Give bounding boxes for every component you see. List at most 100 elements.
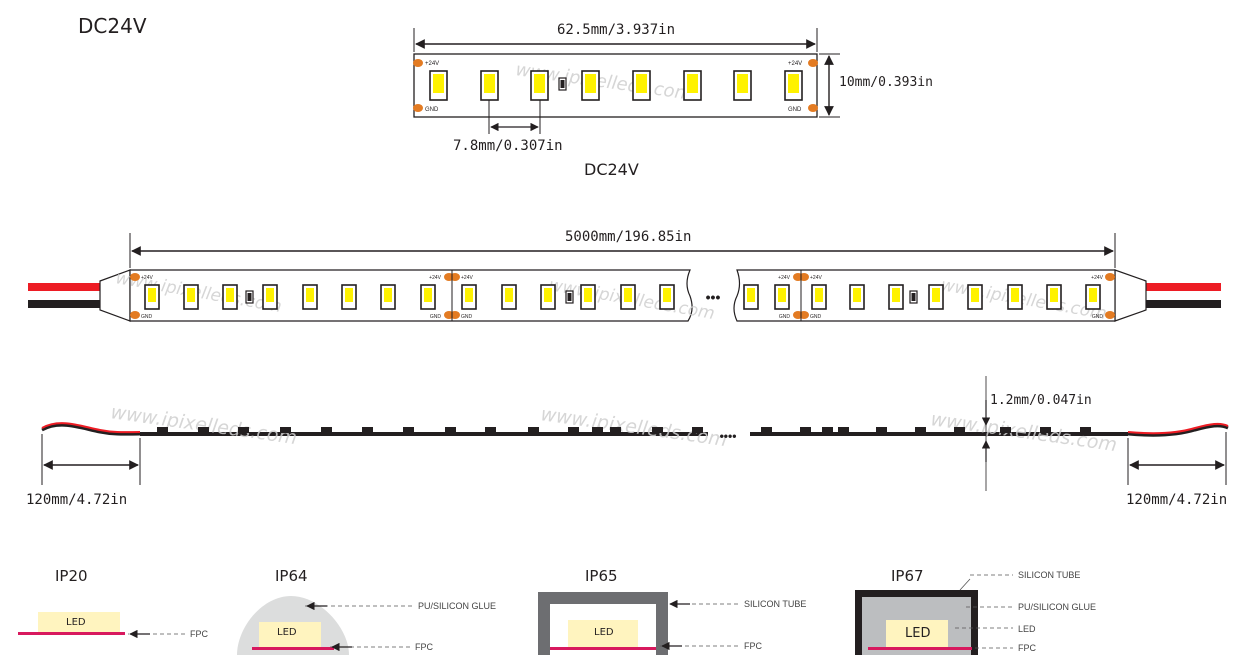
page-title: DC24V [78, 14, 147, 38]
side-chip [485, 427, 496, 433]
ip67-callout-glue: PU/SILICON GLUE [1018, 602, 1097, 612]
segment-led-lens [687, 74, 698, 93]
strip-length-label: 5000mm/196.85in [565, 229, 692, 245]
ip64-led-label: LED [277, 627, 297, 638]
ip65-fpc [550, 647, 656, 650]
strip-led-lens [148, 288, 156, 302]
side-fpc-right [750, 432, 1128, 436]
strip-led-lens [226, 288, 234, 302]
side-chip [876, 427, 887, 433]
side-fpc-left [140, 432, 708, 436]
side-chip [321, 427, 332, 433]
strip-led-lens [465, 288, 473, 302]
strip-led-lens [853, 288, 861, 302]
side-chip [822, 427, 833, 433]
side-chip [528, 427, 539, 433]
ip20-led-label: LED [66, 617, 86, 628]
ip67-tube-leader-a [959, 578, 971, 591]
ip20-led-chip [38, 612, 120, 632]
side-chip [280, 427, 291, 433]
side-chip [198, 427, 209, 433]
segment-pitch-label: 7.8mm/0.307in [453, 138, 563, 154]
pad-pos-right [808, 59, 818, 67]
ip67-callout-led: LED [1018, 624, 1036, 634]
ip64-callout-glue: PU/SILICON GLUE [418, 601, 497, 611]
side-wire-black-left [41, 423, 141, 436]
ip65-callout-tube: SILICON TUBE [744, 599, 807, 609]
side-chip [362, 427, 373, 433]
strip-pos-label: +24V [141, 275, 153, 281]
ip20-callout-fpc: FPC [190, 629, 208, 639]
side-chip [238, 427, 249, 433]
pos-label-left: +24V [425, 61, 439, 67]
segment-width-label: 10mm/0.393in [839, 75, 933, 90]
strip-led-lens [345, 288, 353, 302]
strip-led-lens [932, 288, 940, 302]
ip67-fpc [868, 647, 972, 650]
ip67-callout-tube: SILICON TUBE [1018, 570, 1081, 580]
side-chip [403, 427, 414, 433]
strip-pad-pos [130, 273, 140, 281]
side-wire-red-left [41, 422, 141, 434]
watermark: www.ipixelleds.com [109, 401, 298, 449]
strip-led-lens [892, 288, 900, 302]
strip-neg-label: GND [430, 314, 442, 320]
ip-cross-sections [18, 574, 1013, 655]
ip20-heading: IP20 [55, 567, 88, 585]
strip-led-lens [584, 288, 592, 302]
pad-neg-right [808, 104, 818, 112]
strip-neg-label: GND [1092, 314, 1104, 320]
strip-led-lens [815, 288, 823, 302]
wire-black-right [1146, 300, 1221, 308]
strip-led-lens [266, 288, 274, 302]
strip-pos-label: +24V [1091, 275, 1103, 281]
ip65-callout-fpc: FPC [744, 641, 762, 651]
lead-right-label: 120mm/4.72in [1126, 492, 1228, 508]
side-chip [1080, 427, 1091, 433]
strip-resistor-body [911, 293, 916, 301]
segment-led-lens [788, 74, 799, 93]
side-chip [954, 427, 965, 433]
strip-pos-label: +24V [778, 275, 790, 281]
side-chip [610, 427, 621, 433]
strip-led-lens [624, 288, 632, 302]
ip67-led-label: LED [905, 626, 931, 641]
side-chip [838, 427, 849, 433]
segment-resistor-body [560, 80, 565, 88]
side-chip [445, 427, 456, 433]
strip-led-lens [1011, 288, 1019, 302]
strip-led-lens [663, 288, 671, 302]
lead-left-label: 120mm/4.72in [26, 492, 128, 508]
strip-resistor-body [567, 293, 572, 301]
side-chip [915, 427, 926, 433]
strip-pad-pos [1105, 273, 1115, 281]
strip-resistor-body [247, 293, 252, 301]
side-chip [652, 427, 663, 433]
side-chip [592, 427, 603, 433]
side-wire-black-right [1127, 424, 1229, 437]
pad-pos-left [413, 59, 423, 67]
ip65-tube [538, 592, 668, 655]
ip64-heading: IP64 [275, 567, 308, 585]
segment-led-lens [433, 74, 444, 93]
strip-pos-label: +24V [810, 275, 822, 281]
side-chip [761, 427, 772, 433]
ip64-led-chip [259, 622, 321, 647]
ip64-fpc [252, 647, 334, 650]
ip67-heading: IP67 [891, 567, 924, 585]
segment-led-lens [534, 74, 545, 93]
strip-neg-label: GND [779, 314, 791, 320]
ip20-fpc [18, 632, 125, 635]
strip-led-lens [971, 288, 979, 302]
strip-led-lens [1089, 288, 1097, 302]
strip-pos-label: +24V [461, 275, 473, 281]
strip-led-lens [384, 288, 392, 302]
strip-led-lens [306, 288, 314, 302]
strip-pos-label: +24V [429, 275, 441, 281]
side-chip [157, 427, 168, 433]
strip-pad-neg [1105, 311, 1115, 319]
strip-neg-label: GND [461, 314, 473, 320]
segment-led-lens [737, 74, 748, 93]
